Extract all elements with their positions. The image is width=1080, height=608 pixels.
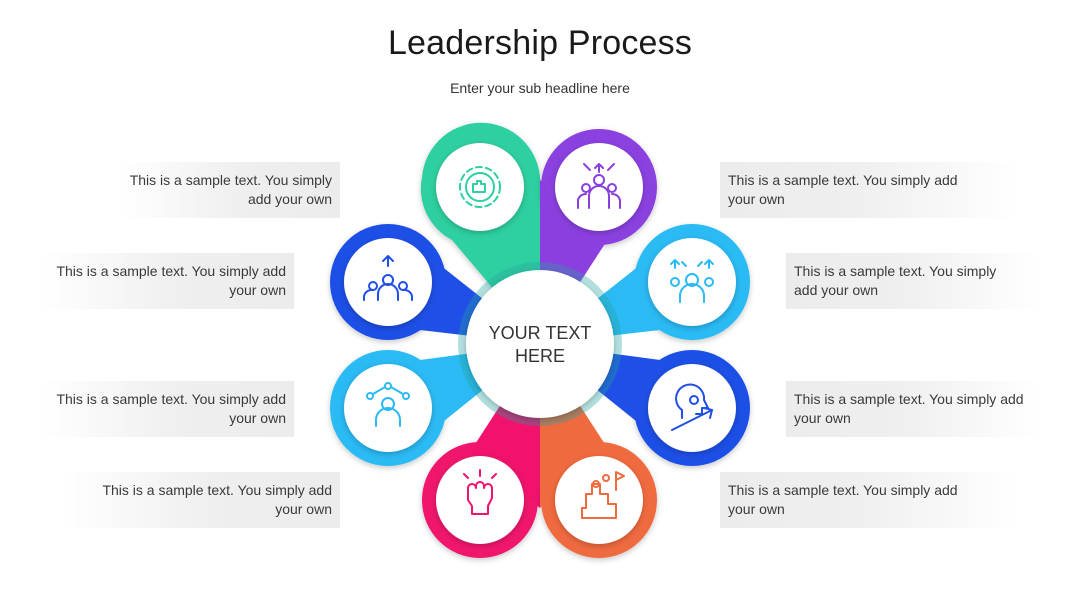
network-team-icon [366, 382, 410, 427]
band-text-line2: your own [728, 501, 785, 517]
text-band-light-blue-bottom: This is a sample text. You simply add yo… [40, 381, 294, 437]
band-text-line2: add your own [794, 282, 879, 298]
band-text-line2: your own [229, 282, 286, 298]
band-text-line1: This is a sample text. You simply add [728, 482, 958, 498]
band-text-line1: This is a sample text. You simply add [102, 482, 332, 498]
band-text-line2: your own [275, 501, 332, 517]
text-band-purple: This is a sample text. You simply add yo… [720, 162, 1020, 218]
band-text-line1: This is a sample text. You simply [129, 172, 332, 188]
icon-circle-teal [436, 143, 524, 231]
text-band-teal: This is a sample text. You simply add yo… [120, 162, 340, 218]
band-text-line1: This is a sample text. You simply [794, 263, 997, 279]
team-leader-arrows-icon [577, 163, 621, 209]
center-circle [466, 270, 614, 418]
icon-circle-pink [436, 456, 524, 544]
band-text-line2: your own [229, 410, 286, 426]
icon-circle-royal-blue-right [648, 364, 736, 452]
icon-circle-orange [555, 456, 643, 544]
band-text-line2: your own [794, 410, 851, 426]
page-title: Leadership Process [387, 24, 693, 62]
center-label-line2: HERE [514, 346, 565, 366]
band-text-line2: your own [728, 191, 785, 207]
band-text-line1: This is a sample text. You simply add [56, 391, 286, 407]
center-label: YOUR TEXT HERE [470, 322, 610, 368]
band-text-line1: This is a sample text. You simply add [728, 172, 958, 188]
icon-circle-royal-blue-left [344, 238, 432, 326]
icon-circle-light-blue-top [648, 238, 736, 326]
page-subtitle: Enter your sub headline here [450, 80, 630, 96]
gear-fist-icon [459, 166, 501, 208]
leader-promotion-icon [363, 255, 413, 301]
team-growth-arrows-icon [670, 259, 714, 303]
raised-fist-icon [463, 469, 497, 515]
band-text-line1: This is a sample text. You simply add [794, 391, 1024, 407]
text-band-pink: This is a sample text. You simply add yo… [60, 472, 340, 528]
band-text-line1: This is a sample text. You simply add [56, 263, 286, 279]
text-band-light-blue-top: This is a sample text. You simply add yo… [786, 253, 1040, 309]
band-text-line2: add your own [247, 191, 332, 207]
text-band-royal-blue-left: This is a sample text. You simply add yo… [40, 253, 294, 309]
text-band-orange: This is a sample text. You simply add yo… [720, 472, 1020, 528]
center-label-line1: YOUR TEXT [488, 323, 592, 343]
head-gear-arrow-icon [671, 383, 713, 431]
climbing-flag-icon [581, 471, 625, 519]
text-band-royal-blue-right: This is a sample text. You simply add yo… [786, 381, 1040, 437]
